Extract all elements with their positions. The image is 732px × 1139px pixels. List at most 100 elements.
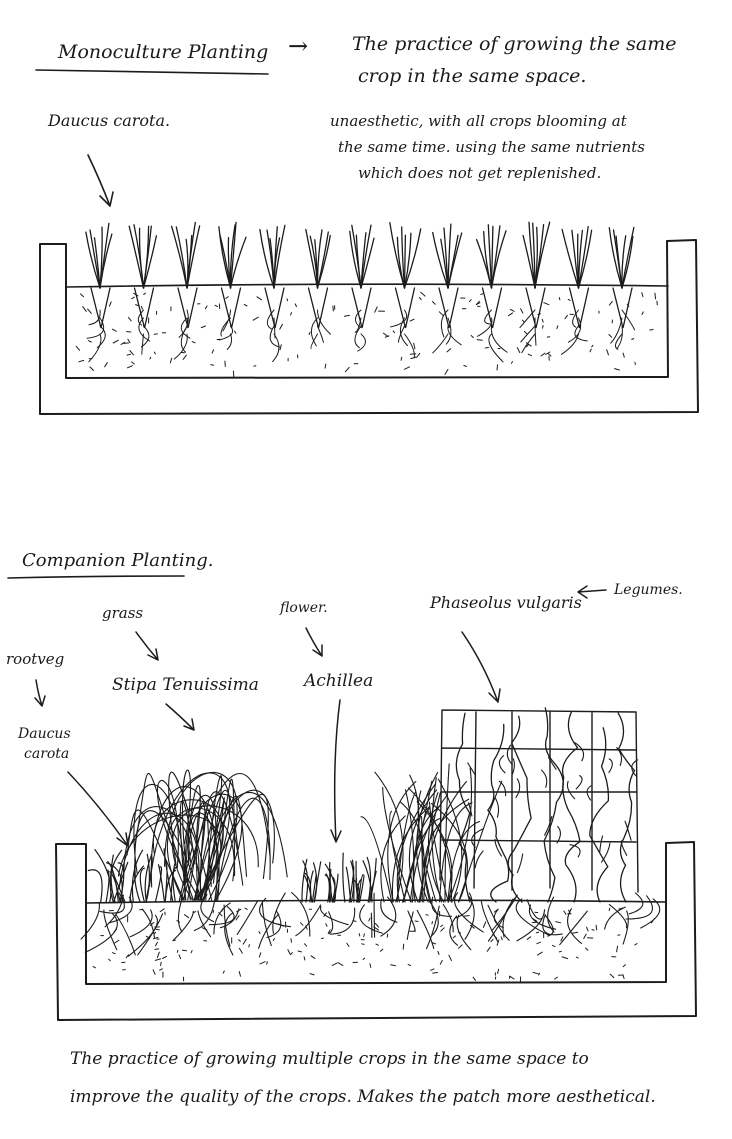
- sketch-stroke: [258, 952, 262, 958]
- daucus-label-line1: Daucus: [17, 726, 71, 742]
- sketch-stroke: [316, 229, 323, 289]
- sketch-stroke: [142, 235, 158, 289]
- monoculture-definition-line2: crop in the same space.: [358, 65, 586, 87]
- sketch-stroke: [416, 352, 421, 358]
- sketch-stroke: [309, 870, 314, 903]
- sketch-stroke: [286, 298, 288, 302]
- sketch-stroke: [447, 223, 452, 289]
- sketch-stroke: [447, 325, 462, 346]
- sketch-stroke: [470, 335, 474, 338]
- sketch-stroke: [112, 339, 119, 344]
- sketch-stroke: [522, 319, 525, 323]
- sketch-stroke: [149, 356, 152, 360]
- sketch-stroke: [182, 811, 212, 901]
- sketch-stroke: [456, 914, 472, 951]
- sketch-stroke: [511, 361, 513, 364]
- sketch-stroke: [589, 348, 592, 353]
- sketch-stroke: [159, 968, 163, 971]
- sketch-stroke: [361, 943, 365, 945]
- sketch-stroke: [367, 870, 377, 903]
- sketch-stroke: [599, 835, 604, 853]
- sketch-stroke: [520, 325, 536, 343]
- sketch-stroke: [320, 905, 349, 926]
- sketch-stroke: [355, 234, 362, 289]
- sketch-stroke: [75, 345, 81, 351]
- sketch-stroke: [413, 342, 416, 350]
- sketch-stroke: [391, 806, 431, 903]
- sketch-stroke: [446, 348, 452, 353]
- companion-soil-texture: [92, 907, 655, 983]
- sketch-stroke: [160, 961, 162, 966]
- sketch-stroke: [356, 878, 362, 903]
- sketch-stroke: [220, 317, 231, 337]
- sketch-stroke: [476, 339, 483, 341]
- sketch-stroke: [126, 353, 131, 356]
- sketch-stroke: [542, 914, 563, 936]
- companion-soil-line: [85, 899, 667, 904]
- sketch-stroke: [325, 923, 328, 927]
- sketch-stroke: [586, 785, 592, 801]
- sketch-stroke: [540, 352, 546, 357]
- sketch-stroke: [564, 314, 568, 320]
- sketch-stroke: [287, 949, 291, 955]
- sketch-stroke: [621, 226, 635, 289]
- sketch-stroke: [317, 325, 325, 343]
- sketch-stroke: [515, 778, 521, 798]
- sketch-stroke: [90, 287, 111, 329]
- sketch-stroke: [297, 950, 302, 953]
- sketch-stroke: [586, 926, 589, 932]
- sketch-stroke: [502, 895, 517, 938]
- sketch-stroke: [486, 946, 491, 952]
- sketch-stroke: [258, 913, 280, 949]
- sketch-stroke: [543, 707, 564, 903]
- sketch-stroke: [444, 763, 450, 903]
- sketch-stroke: [622, 975, 625, 979]
- sketch-stroke: [308, 331, 311, 335]
- sketch-stroke: [324, 863, 337, 903]
- sketch-stroke: [310, 333, 318, 349]
- sketch-stroke: [111, 328, 117, 332]
- sketch-stroke: [447, 232, 463, 289]
- sketch-stroke: [397, 325, 405, 343]
- sketch-stroke: [567, 299, 571, 301]
- sketch-stroke: [439, 959, 443, 965]
- sketch-stroke: [203, 789, 275, 901]
- sketch-stroke: [389, 810, 406, 903]
- sketch-stroke: [561, 956, 569, 960]
- sketch-stroke: [137, 309, 144, 326]
- sketch-stroke: [616, 747, 623, 766]
- sketch-stroke: [615, 235, 623, 289]
- sketch-stroke: [404, 333, 415, 359]
- sketch-stroke: [85, 231, 101, 289]
- sketch-stroke: [481, 287, 503, 329]
- sketch-stroke: [354, 317, 362, 333]
- sketch-stroke: [448, 954, 452, 961]
- sketch-stroke: [243, 304, 248, 307]
- sketch-stroke: [532, 222, 536, 289]
- sketch-stroke: [620, 840, 628, 856]
- sketch-stroke: [591, 344, 594, 348]
- sketch-stroke: [108, 958, 111, 962]
- sketch-stroke: [224, 912, 234, 956]
- sketch-stroke: [88, 309, 101, 326]
- monoculture-heading: Monoculture Planting: [57, 41, 268, 63]
- sketch-stroke: [87, 308, 92, 314]
- sketch-stroke: [608, 907, 611, 912]
- sketch-stroke: [214, 778, 236, 901]
- sketch-stroke: [534, 221, 551, 289]
- sketch-stroke: [610, 317, 623, 344]
- sketch-stroke: [138, 317, 151, 342]
- sketch-stroke: [467, 802, 473, 817]
- sketch-stroke: [563, 910, 567, 915]
- sketch-stroke: [430, 802, 468, 903]
- sketch-stroke: [320, 937, 324, 940]
- sketch-stroke: [416, 801, 453, 903]
- sketch-stroke: [178, 954, 182, 960]
- sketch-stroke: [442, 903, 454, 933]
- sketch-stroke: [526, 936, 532, 940]
- daucus-carota-label: Daucus carota.: [47, 111, 170, 130]
- sketch-stroke: [577, 229, 584, 289]
- sketch-stroke: [138, 227, 145, 289]
- sketch-stroke: [526, 344, 529, 348]
